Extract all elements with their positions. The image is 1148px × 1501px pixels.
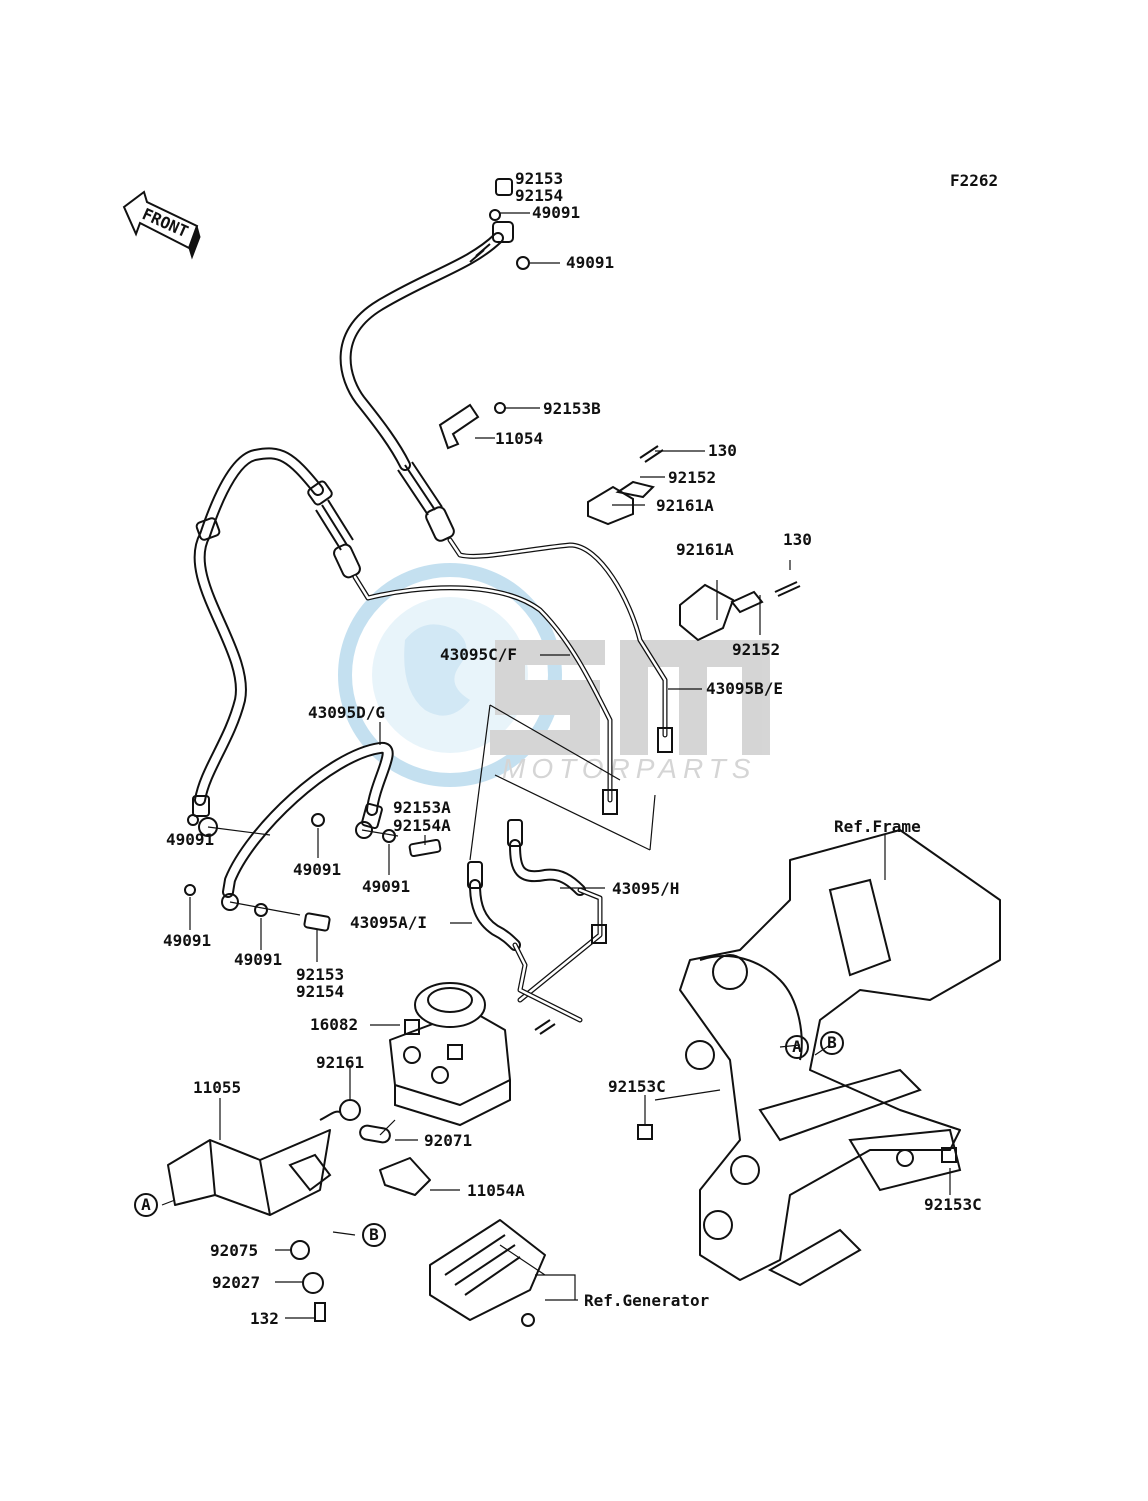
callout-92152-top: 92152 <box>668 468 716 487</box>
callout-43095dg: 43095D/G <box>308 703 385 722</box>
bolt-92153-top <box>489 178 530 270</box>
svg-text:A: A <box>792 1037 802 1056</box>
bracket-11055 <box>167 1129 332 1322</box>
callout-92152-right: 92152 <box>732 640 780 659</box>
front-direction-arrow-icon: FRONT <box>122 190 201 260</box>
callout-49091-e: 49091 <box>234 950 282 969</box>
callout-92153c-left: 92153C <box>608 1077 666 1096</box>
callout-ref-generator: Ref.Generator <box>584 1291 709 1310</box>
hose-left-long <box>192 447 673 837</box>
watermark-text: MOTORPARTS <box>502 753 756 784</box>
callout-92027: 92027 <box>212 1273 260 1292</box>
callout-92153-top: 92153 <box>515 169 563 188</box>
grommet-92161 <box>319 1099 361 1121</box>
bracket-11054a <box>379 1157 431 1196</box>
callout-43095h: 43095/H <box>612 879 679 898</box>
callout-92153-bottom: 92153 <box>296 965 344 984</box>
hose-43095h <box>507 819 607 1003</box>
callout-92153a: 92153A <box>393 798 451 817</box>
clamp-92161a-top <box>587 445 664 526</box>
callout-92161a-right: 92161A <box>676 540 734 559</box>
regulator-generator-ref <box>429 1219 546 1327</box>
callout-49091-second: 49091 <box>566 253 614 272</box>
callout-92153c-right: 92153C <box>924 1195 982 1214</box>
callout-49091-c: 49091 <box>362 877 410 896</box>
marker-a-frame: A <box>785 1035 809 1059</box>
callout-49091-b: 49091 <box>293 860 341 879</box>
washers-middle <box>184 813 442 932</box>
callout-132: 132 <box>250 1309 279 1328</box>
abs-hydraulic-unit-16082 <box>389 982 556 1127</box>
svg-text:A: A <box>141 1195 151 1214</box>
svg-text:B: B <box>827 1033 837 1052</box>
leader-lines <box>161 212 951 1319</box>
callout-130-right: 130 <box>783 530 812 549</box>
callout-92154-bottom: 92154 <box>296 982 344 1001</box>
diagram-code: F2262 <box>950 171 998 190</box>
callout-49091-a: 49091 <box>166 830 214 849</box>
hose-43095dg <box>221 741 394 911</box>
clamp-92161a-right <box>679 581 801 642</box>
callout-92154-top: 92154 <box>515 186 563 205</box>
callout-49091-d: 49091 <box>163 931 211 950</box>
callout-11055: 11055 <box>193 1078 241 1097</box>
callout-11054: 11054 <box>495 429 543 448</box>
callout-49091-top: 49091 <box>532 203 580 222</box>
callout-16082: 16082 <box>310 1015 358 1034</box>
callout-43095cf: 43095C/F <box>440 645 517 664</box>
hose-43095ai <box>467 861 583 1023</box>
marker-b-left: B <box>362 1223 386 1247</box>
callout-92161a-top: 92161A <box>656 496 714 515</box>
callout-92153b: 92153B <box>543 399 601 418</box>
callout-92075: 92075 <box>210 1241 258 1260</box>
seal-92071 <box>359 1124 391 1144</box>
hose-43095cf <box>339 221 668 738</box>
callout-92161: 92161 <box>316 1053 364 1072</box>
marker-b-frame: B <box>820 1031 844 1055</box>
watermark-logo: MOTORPARTS <box>338 563 770 787</box>
callout-43095ai: 43095A/I <box>350 913 427 932</box>
callout-11054a: 11054A <box>467 1181 525 1200</box>
callout-labels: 92153 92154 49091 49091 92153B 11054 130… <box>163 169 982 1328</box>
callout-ref-frame: Ref.Frame <box>834 817 921 836</box>
callout-92071: 92071 <box>424 1131 472 1150</box>
svg-text:B: B <box>369 1225 379 1244</box>
marker-a-left: A <box>134 1193 158 1217</box>
callout-92154a: 92154A <box>393 816 451 835</box>
callout-43095be: 43095B/E <box>706 679 783 698</box>
frame-reference <box>637 829 1001 1287</box>
callout-130-top: 130 <box>708 441 737 460</box>
guide-lines <box>207 704 656 916</box>
